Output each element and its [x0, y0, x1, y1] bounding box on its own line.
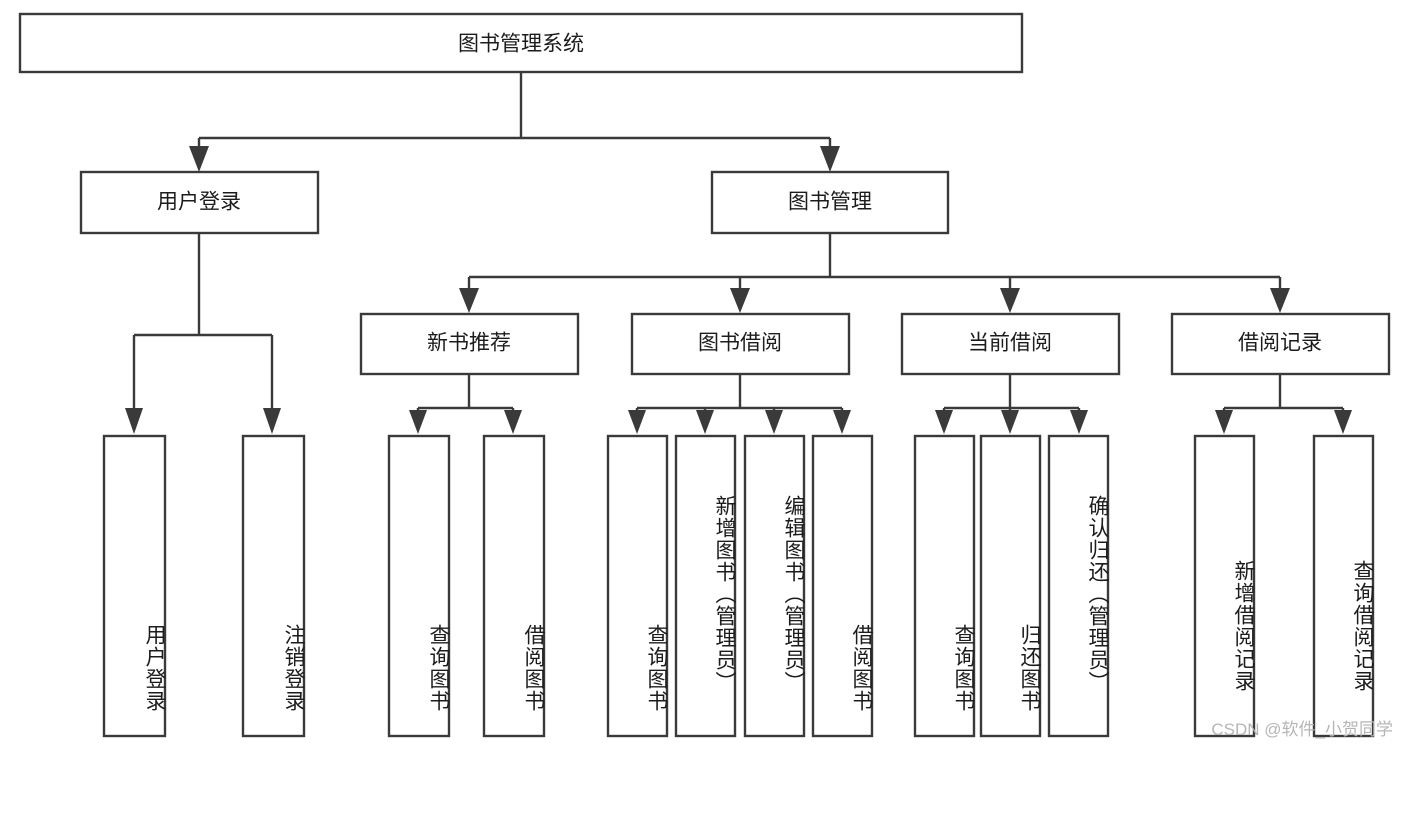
node-label-current-borrow: 当前借阅 — [968, 332, 1052, 355]
diagram-svg: 图书管理系统 用户登录 图书管理 新书推荐 图书借阅 当前借阅 借阅记录 — [18, 12, 1391, 738]
leaf-box-bb-4[interactable] — [811, 434, 874, 738]
arrow-head-leaf-br-1 — [1215, 410, 1233, 434]
connector-group-borrow-record — [1215, 374, 1352, 434]
node-label-book-borrow: 图书借阅 — [698, 332, 782, 355]
leaf-box-cb-2[interactable] — [979, 434, 1042, 738]
leaf-box-user-login-1[interactable] — [102, 434, 167, 738]
watermark-text: CSDN @软件_小贺同学 — [1211, 720, 1393, 739]
arrow-head-leaf-cb-2 — [1001, 410, 1019, 434]
arrow-head-leaf-user-login-2 — [263, 408, 281, 434]
arrow-head-book-borrow — [730, 288, 750, 313]
leaf-box-br-1[interactable] — [1193, 434, 1256, 738]
arrow-head-book-manage — [820, 146, 840, 172]
node-box-root[interactable] — [18, 12, 1024, 74]
arrow-head-leaf-cb-1 — [935, 410, 953, 434]
node-box-user-login[interactable] — [79, 170, 320, 235]
node-label-borrow-record: 借阅记录 — [1238, 332, 1322, 355]
arrow-head-borrow-record — [1270, 288, 1290, 313]
leaf-box-cb-1[interactable] — [913, 434, 976, 738]
connector-group-root — [189, 72, 840, 172]
arrow-head-leaf-bb-3 — [765, 410, 783, 434]
node-label-new-book-recommend: 新书推荐 — [427, 332, 511, 355]
connector-group-book-manage — [459, 233, 1290, 313]
diagram-canvas: 图书管理系统 用户登录 图书管理 新书推荐 图书借阅 当前借阅 借阅记录 — [18, 12, 1393, 739]
node-box-book-borrow[interactable] — [630, 312, 851, 376]
node-box-current-borrow[interactable] — [900, 312, 1121, 376]
leaf-box-nbr-1[interactable] — [387, 434, 451, 738]
arrow-head-leaf-nbr-1 — [409, 410, 427, 434]
arrow-head-new-book-recommend — [459, 288, 479, 313]
connector-group-current-borrow — [935, 374, 1088, 434]
leaf-box-bb-2[interactable] — [674, 434, 737, 738]
node-label-user-login: 用户登录 — [157, 191, 241, 214]
node-box-borrow-record[interactable] — [1170, 312, 1391, 376]
connector-group-book-borrow — [628, 374, 851, 434]
node-book-borrow[interactable]: 图书借阅 — [630, 312, 851, 376]
leaf-box-bb-1[interactable] — [606, 434, 669, 738]
arrow-head-leaf-bb-1 — [628, 410, 646, 434]
node-user-login[interactable]: 用户登录 — [79, 170, 320, 235]
leaf-box-user-login-2[interactable] — [241, 434, 306, 738]
connector-group-new-book-recommend — [409, 374, 522, 434]
arrow-head-leaf-nbr-2 — [504, 410, 522, 434]
node-current-borrow[interactable]: 当前借阅 — [900, 312, 1121, 376]
arrow-head-current-borrow — [1000, 288, 1020, 313]
node-box-book-manage[interactable] — [710, 170, 950, 235]
arrow-head-leaf-cb-3 — [1070, 410, 1088, 434]
node-box-new-book-recommend[interactable] — [359, 312, 580, 376]
node-label-root: 图书管理系统 — [458, 33, 584, 56]
node-root[interactable]: 图书管理系统 — [18, 12, 1024, 74]
leaf-box-cb-3[interactable] — [1047, 434, 1110, 738]
leaf-box-bb-3[interactable] — [743, 434, 806, 738]
arrow-head-leaf-user-login-1 — [125, 408, 143, 434]
node-new-book-recommend[interactable]: 新书推荐 — [359, 312, 580, 376]
leaf-box-nbr-2[interactable] — [482, 434, 546, 738]
node-book-manage[interactable]: 图书管理 — [710, 170, 950, 235]
connector-group-user-login — [125, 233, 281, 434]
arrow-head-user-login — [189, 146, 209, 172]
node-borrow-record[interactable]: 借阅记录 — [1170, 312, 1391, 376]
node-label-book-manage: 图书管理 — [788, 191, 872, 214]
leaf-box-br-2[interactable] — [1312, 434, 1375, 738]
arrow-head-leaf-bb-2 — [696, 410, 714, 434]
arrow-head-leaf-bb-4 — [833, 410, 851, 434]
leaf-boxes — [102, 434, 1375, 738]
arrow-head-leaf-br-2 — [1334, 410, 1352, 434]
